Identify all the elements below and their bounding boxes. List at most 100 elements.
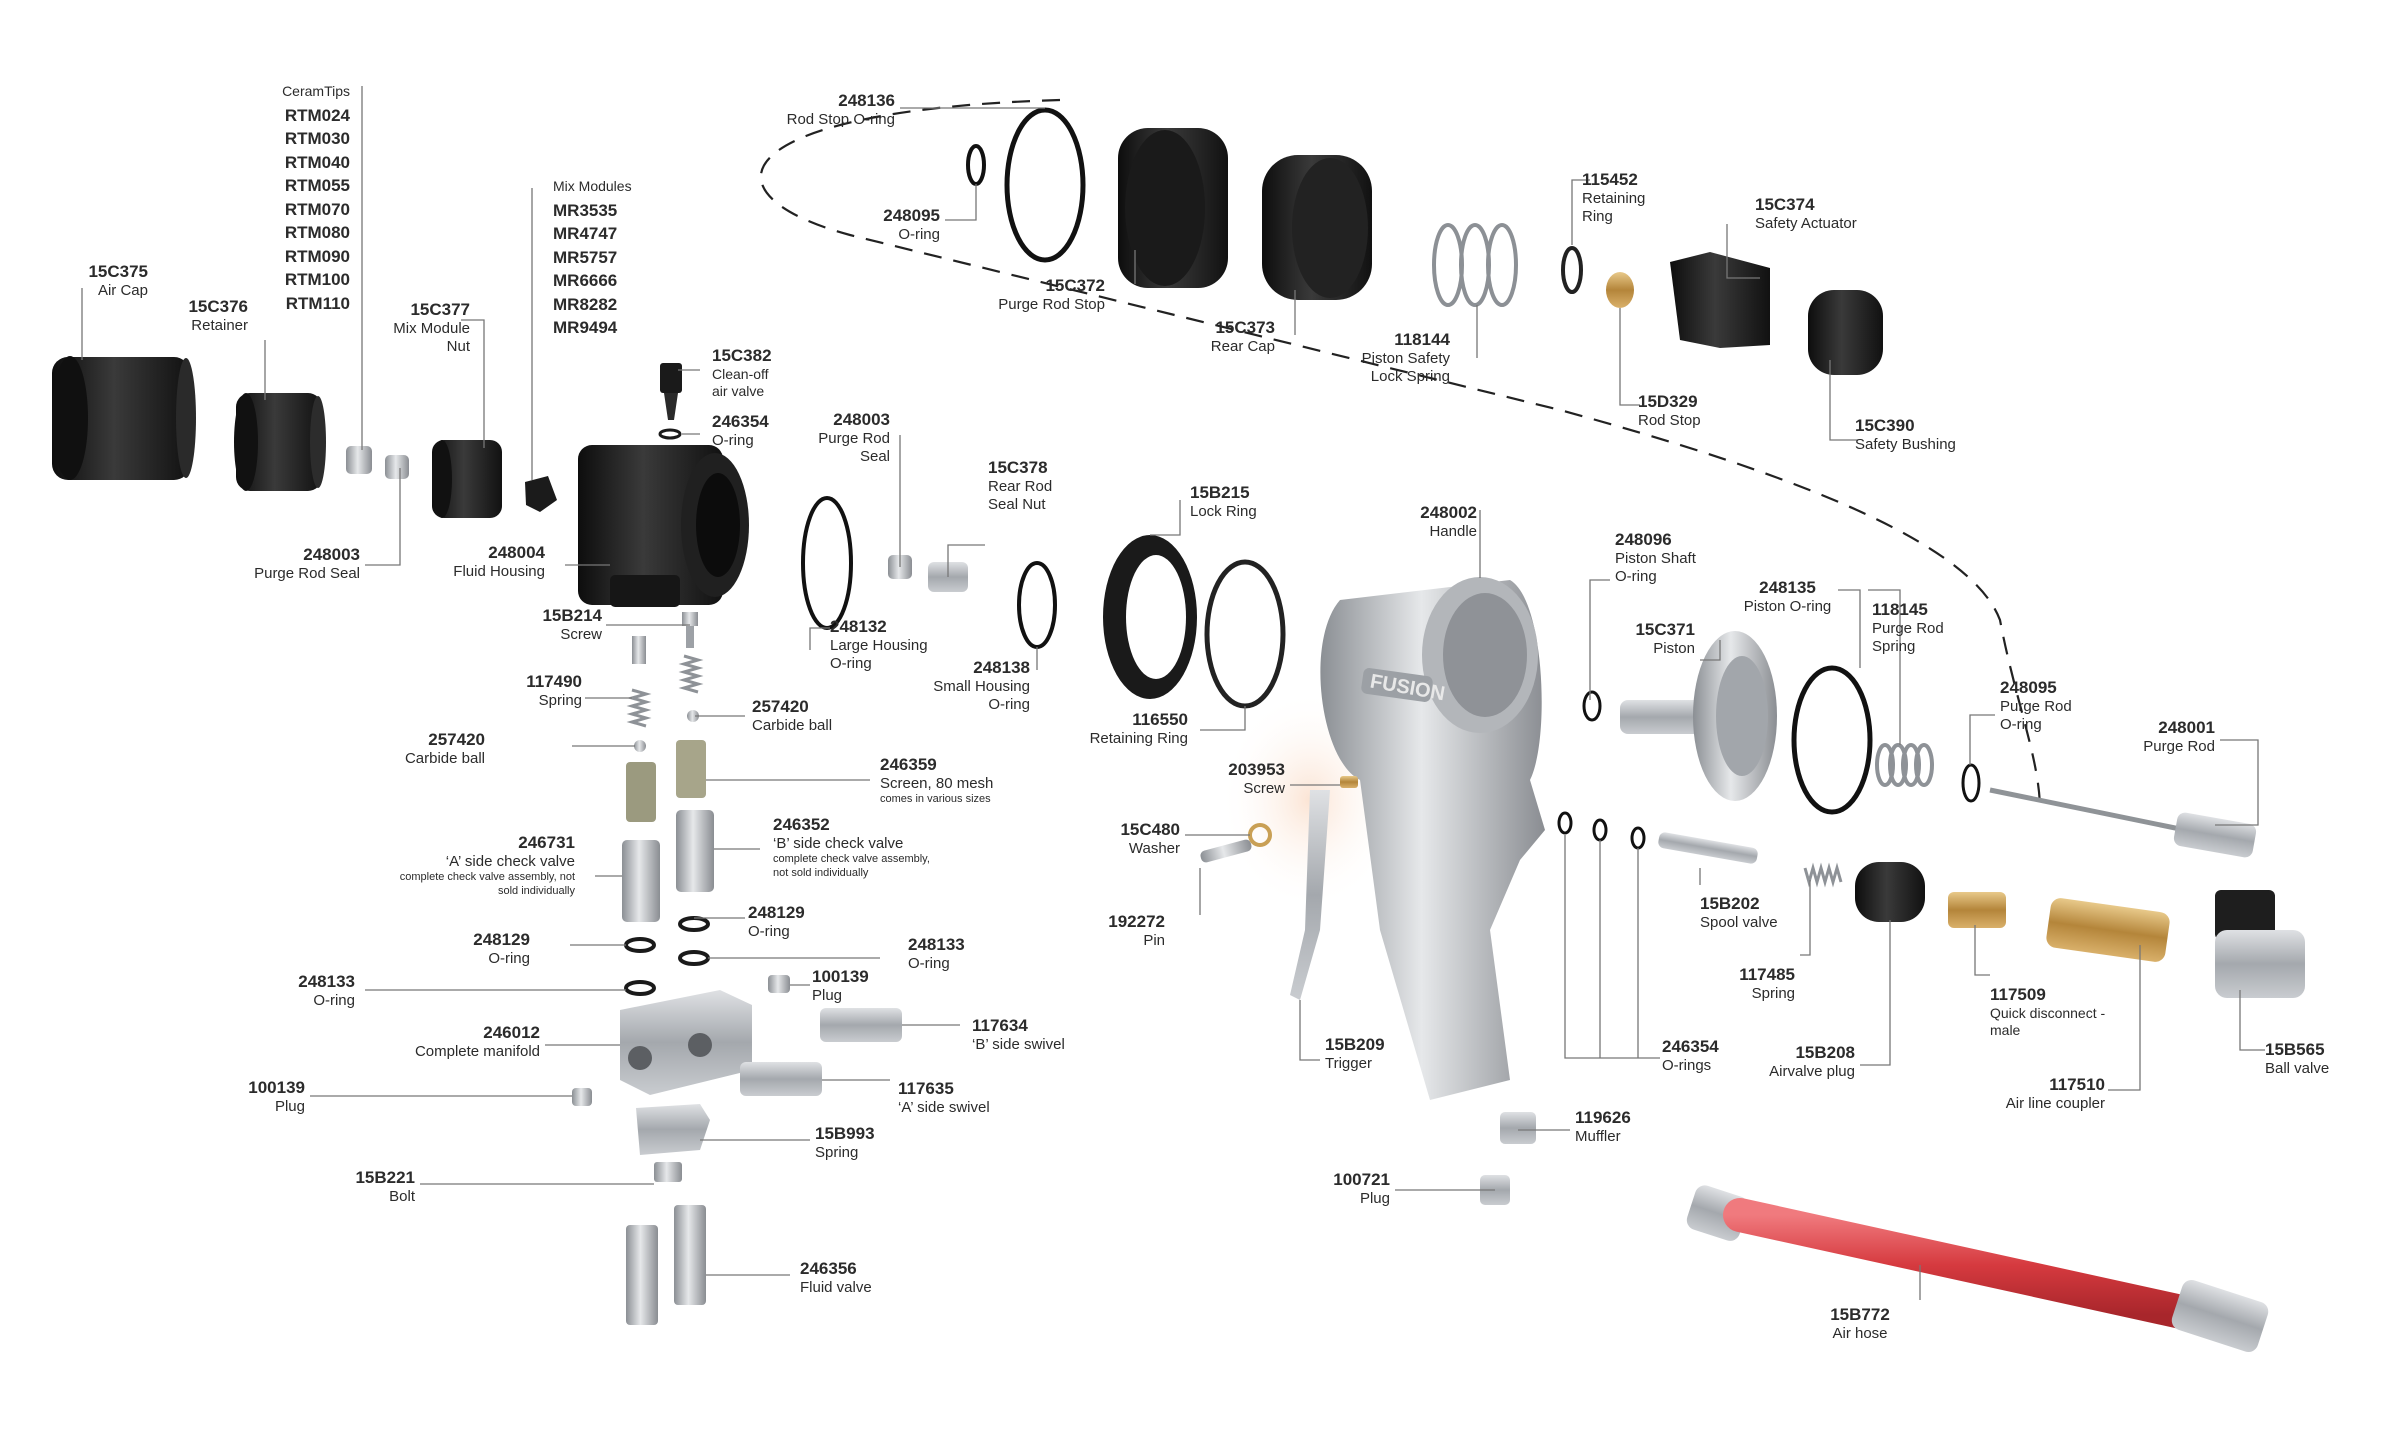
manifold-246012-art <box>620 990 752 1095</box>
screw-15B214-art <box>632 612 698 664</box>
ceramtip-item: RTM040 <box>284 152 350 172</box>
o-rings-246354-art <box>1557 811 1646 850</box>
assembly-path-dashed <box>759 98 2042 811</box>
mix-modules-heading: Mix Modules <box>553 178 632 194</box>
spring-118145-art <box>1875 743 1934 787</box>
muffler-119626-art <box>1500 1112 1536 1144</box>
swivels-art <box>740 1008 902 1096</box>
ceramtip-item: RTM030 <box>284 129 350 148</box>
o-ring-248138-art <box>1017 561 1057 649</box>
part-label-117635: 117635‘A’ side swivel <box>898 1079 990 1117</box>
purge-rod-seal-248003-art <box>385 455 409 479</box>
fluid-housing-248004-art <box>578 445 749 607</box>
piston-15C371-art <box>1620 631 1777 801</box>
safety-actuator-15C374-art <box>1670 252 1770 348</box>
o-ring-248095-small-art <box>966 144 986 186</box>
air-hose-15B772-art <box>1686 1185 2269 1353</box>
ceramtip-item: RTM100 <box>284 270 350 289</box>
airvalve-plug-15B208-art <box>1855 862 1925 922</box>
ceramtips-heading: CeramTips <box>282 83 350 99</box>
ceramtip-item: RTM024 <box>284 105 350 125</box>
retainer-15C376-art <box>234 393 326 491</box>
spring-15B993-art <box>636 1104 710 1155</box>
mix-modules-list: Mix Modules MR3535 MR4747 MR5757 MR6666 … <box>553 175 663 340</box>
o-ring-248135-art <box>1791 665 1873 815</box>
carbide-balls-257420-art <box>634 710 699 752</box>
mix-module-nut-15C377-art <box>432 440 502 518</box>
springs-117490-art <box>626 654 704 728</box>
leader-lines <box>81 86 2265 1300</box>
spring-117485-art <box>1803 862 1843 888</box>
ceramtip-art <box>346 446 372 474</box>
rod-stop-15D329-art <box>1606 272 1634 308</box>
pin-192272-art <box>1200 839 1252 863</box>
spring-118144-art <box>1432 223 1518 307</box>
ball-valve-15B565-art <box>2215 890 2305 998</box>
mix-module-item: MR4747 <box>553 224 618 243</box>
spool-valve-15B202-art <box>1658 832 1758 864</box>
retaining-ring-115452-art <box>1561 246 1583 294</box>
o-ring-248136-art <box>1004 107 1086 263</box>
screw-203953-art <box>1340 776 1358 788</box>
air-cap-15C375-art <box>52 356 196 480</box>
ceramtip-item: RTM080 <box>284 223 350 242</box>
bolt-15B221-art <box>654 1162 682 1182</box>
o-ring-248132-art <box>801 496 853 630</box>
fluid-valves-246356-art <box>626 1205 706 1325</box>
quick-disconnect-117509-art <box>1948 892 2006 928</box>
mix-module-item: MR3535 <box>553 200 618 220</box>
ceramtip-item: RTM090 <box>284 246 350 266</box>
retaining-ring-116550-art <box>1204 559 1286 709</box>
screens-246359-art <box>626 740 706 822</box>
mix-module-item: MR9494 <box>553 318 618 337</box>
o-rings-248129-248133-art <box>624 916 710 996</box>
ceramtip-item: RTM055 <box>284 176 350 195</box>
safety-bushing-15C390-art <box>1808 290 1883 375</box>
